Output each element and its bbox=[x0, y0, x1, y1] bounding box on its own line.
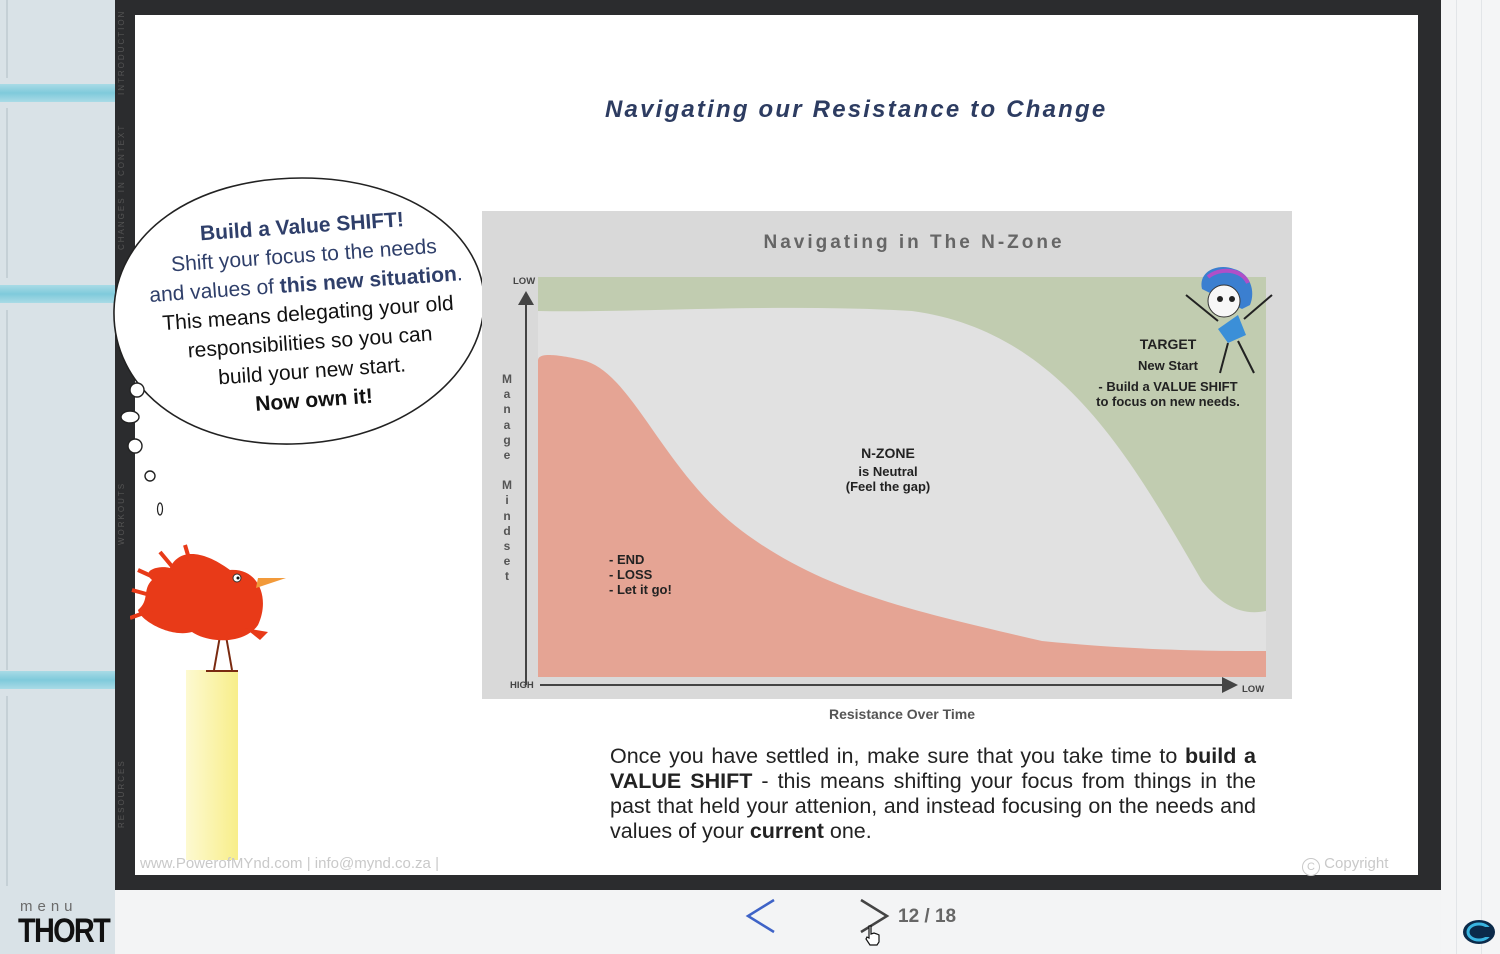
nzone-heading: N-ZONE bbox=[861, 445, 915, 461]
page-counter: 12 / 18 bbox=[898, 906, 957, 927]
left-sidebar: menu THORT bbox=[0, 0, 115, 954]
body-emphasis: build a VALUE SHIFT bbox=[610, 744, 1256, 793]
body-text: Once you have settled in, make sure that… bbox=[610, 744, 1178, 768]
thought-bubble bbox=[113, 177, 485, 516]
body-text: - this means shifting your focus from th… bbox=[610, 769, 1256, 843]
footer-links[interactable]: www.PowerofMYnd.com | info@mynd.co.za | bbox=[140, 855, 439, 872]
strip-line bbox=[1481, 0, 1482, 954]
prev-slide-button[interactable] bbox=[740, 896, 784, 936]
y-axis-letter: s bbox=[503, 539, 511, 554]
y-axis-letter: a bbox=[503, 387, 511, 402]
target-line: New Start bbox=[1138, 358, 1198, 373]
sidebar-stripe bbox=[0, 671, 115, 689]
x-axis-arrow bbox=[1222, 677, 1238, 693]
end-zone-line: - END bbox=[609, 552, 645, 567]
sidebar-stripe bbox=[0, 285, 115, 303]
nzone-line: is Neutral bbox=[858, 464, 918, 479]
bubble-text: Build a Value SHIFT! Shift your focus to… bbox=[131, 200, 484, 426]
brand-logo-icon[interactable] bbox=[1462, 918, 1496, 946]
sidebar-divider bbox=[6, 0, 8, 78]
hand-cursor-icon bbox=[865, 925, 880, 946]
bird-mascot-icon bbox=[130, 544, 286, 860]
end-zone-line: - LOSS bbox=[609, 567, 653, 582]
thort-logo[interactable]: THORT bbox=[18, 912, 111, 950]
y-axis-letter: e bbox=[503, 554, 511, 569]
target-line: - Build a VALUE SHIFT bbox=[1098, 379, 1238, 394]
sidebar-divider bbox=[6, 696, 8, 886]
bottom-bar bbox=[115, 890, 1441, 954]
target-heading: TARGET bbox=[1139, 336, 1197, 352]
y-axis-letter: M bbox=[502, 372, 512, 386]
menu-label[interactable]: menu bbox=[20, 898, 78, 915]
end-zone-label: - END - LOSS - Let it go! bbox=[609, 552, 672, 597]
y-axis-letter: n bbox=[503, 508, 511, 523]
target-character-icon bbox=[1185, 267, 1273, 374]
y-axis-letter: t bbox=[505, 569, 509, 584]
y-axis-letter bbox=[499, 463, 515, 478]
tab-resources[interactable]: RESOURCES bbox=[117, 759, 126, 828]
tab-introduction[interactable]: INTRODUCTION bbox=[117, 9, 126, 95]
y-axis-top-label: LOW bbox=[513, 276, 536, 287]
sidebar-divider bbox=[6, 310, 8, 670]
chevron-left-icon bbox=[745, 898, 775, 934]
y-axis-letter: e bbox=[503, 448, 511, 463]
target-area bbox=[538, 277, 1266, 613]
end-zone-line: - Let it go! bbox=[609, 582, 672, 597]
body-emphasis: current bbox=[749, 819, 824, 843]
y-axis-letter: n bbox=[503, 402, 511, 417]
y-axis-letter: i bbox=[505, 493, 509, 508]
strip-line bbox=[1456, 0, 1457, 954]
y-axis-title: M a n a g e M i n d s e t bbox=[499, 372, 515, 585]
x-axis-title: Resistance Over Time bbox=[828, 706, 976, 722]
y-axis-bottom-label: HIGH bbox=[510, 680, 534, 691]
nzone-chart bbox=[482, 211, 1292, 699]
bubble-line: . bbox=[455, 262, 464, 286]
copyright-label: Copyright bbox=[1324, 855, 1389, 872]
y-axis-letter: a bbox=[503, 417, 511, 432]
y-axis-letter: M bbox=[502, 478, 512, 493]
slide-title: Navigating our Resistance to Change bbox=[605, 96, 1108, 123]
sidebar-divider bbox=[6, 108, 8, 278]
end-area bbox=[538, 355, 1266, 677]
target-label: TARGET New Start - Build a VALUE SHIFT t… bbox=[1076, 336, 1260, 410]
right-strip bbox=[1441, 0, 1500, 954]
x-axis-end-label: LOW bbox=[1242, 684, 1265, 695]
sidebar-stripe bbox=[0, 84, 115, 102]
y-axis-letter: g bbox=[503, 432, 511, 447]
body-paragraph: Once you have settled in, make sure that… bbox=[610, 744, 1256, 844]
chart-title: Navigating in The N-Zone bbox=[763, 232, 1065, 253]
y-axis-letter: d bbox=[503, 523, 511, 538]
nzone-label: N-ZONE is Neutral (Feel the gap) bbox=[820, 445, 956, 495]
copyright-notice: C Copyright bbox=[1302, 855, 1388, 876]
nzone-line: (Feel the gap) bbox=[845, 479, 931, 494]
body-text: one. bbox=[823, 819, 872, 843]
y-axis-arrow bbox=[518, 291, 534, 305]
target-line: to focus on new needs. bbox=[1096, 394, 1240, 409]
copyright-icon: C bbox=[1302, 858, 1320, 876]
